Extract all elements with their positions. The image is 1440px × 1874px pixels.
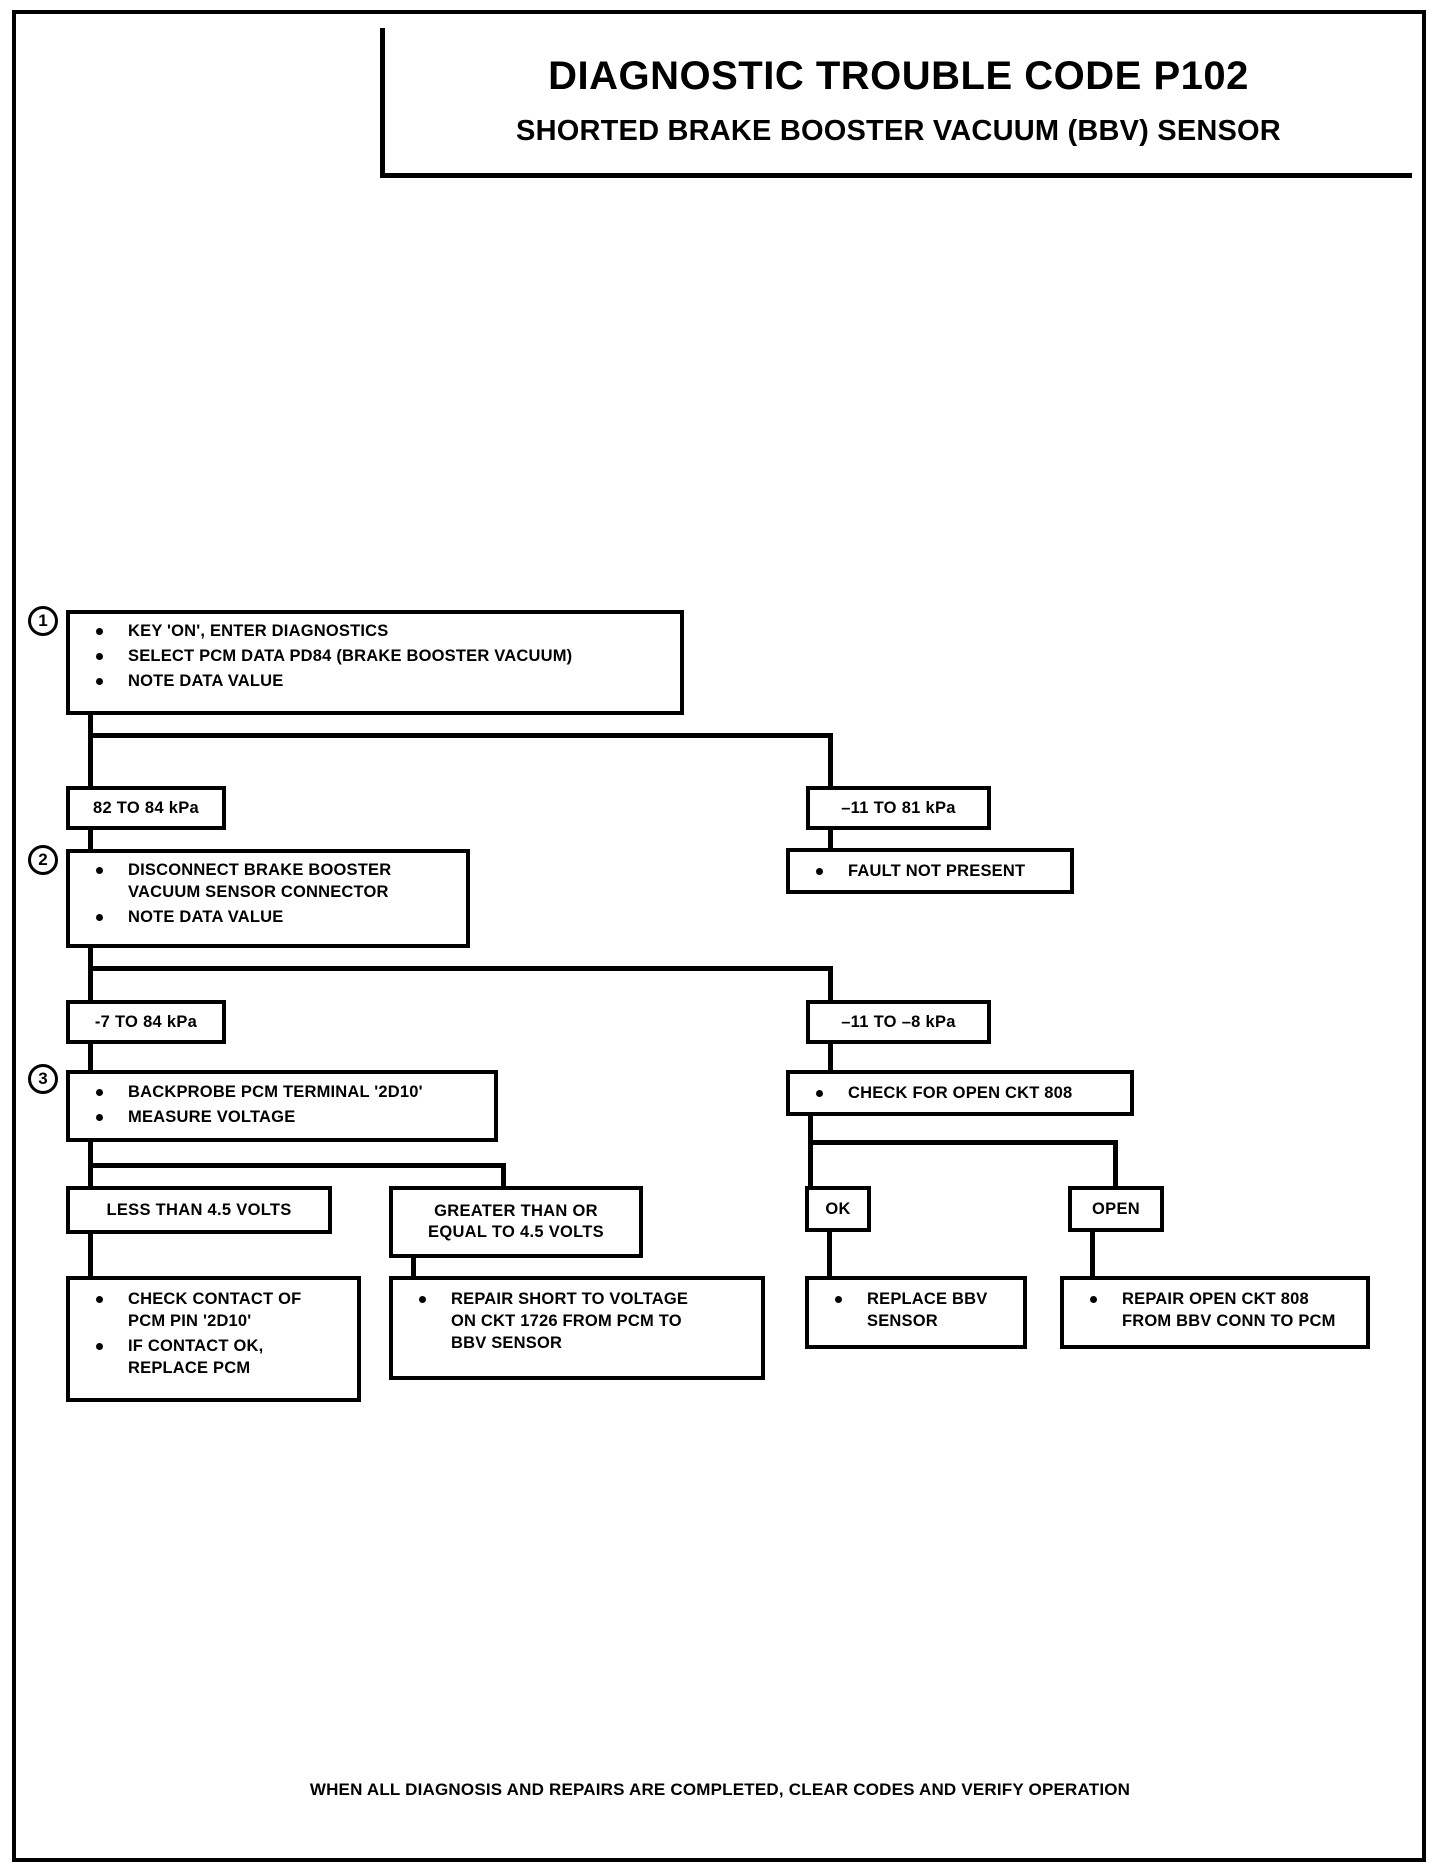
step1-bullet-1: KEY 'ON', ENTER DIAGNOSTICS — [82, 620, 670, 642]
node-step3: BACKPROBE PCM TERMINAL '2D10' MEASURE VO… — [66, 1070, 498, 1142]
step2-bullet-list: DISCONNECT BRAKE BOOSTER VACUUM SENSOR C… — [82, 859, 456, 928]
node-range-neg11-neg8: –11 TO –8 kPa — [806, 1000, 991, 1044]
step1-bullet-3: NOTE DATA VALUE — [82, 670, 670, 692]
node-action-repair-open: REPAIR OPEN CKT 808 FROM BBV CONN TO PCM — [1060, 1276, 1370, 1349]
check-open-ckt-bullet-list: CHECK FOR OPEN CKT 808 — [802, 1082, 1120, 1104]
connector-branch2-horizontal — [88, 966, 833, 971]
page-title: DIAGNOSTIC TROUBLE CODE P102 — [548, 53, 1249, 98]
connector-82-84-down — [88, 828, 93, 858]
node-result-ok: OK — [805, 1186, 871, 1232]
connector-to-neg11-neg8 — [828, 966, 833, 1001]
action-check-contact-bullet-list: CHECK CONTACT OF PCM PIN '2D10' IF CONTA… — [82, 1288, 347, 1379]
connector-step3-down — [88, 1140, 93, 1170]
connector-11-81-down — [828, 828, 833, 850]
step3-bullet-1: BACKPROBE PCM TERMINAL '2D10' — [82, 1081, 484, 1103]
fault-not-present-bullet-1: FAULT NOT PRESENT — [802, 860, 1060, 882]
node-range-82-84: 82 TO 84 kPa — [66, 786, 226, 830]
step3-bullet-list: BACKPROBE PCM TERMINAL '2D10' MEASURE VO… — [82, 1081, 484, 1128]
node-greater-equal-volts: GREATER THAN OR EQUAL TO 4.5 VOLTS — [389, 1186, 643, 1258]
greater-equal-volts-label: GREATER THAN OR EQUAL TO 4.5 VOLTS — [428, 1202, 604, 1241]
action-repair-open-bullet-list: REPAIR OPEN CKT 808 FROM BBV CONN TO PCM — [1076, 1288, 1356, 1332]
connector-greater-volts-down — [411, 1256, 416, 1276]
action-check-contact-bullet-1: CHECK CONTACT OF PCM PIN '2D10' — [82, 1288, 347, 1332]
check-open-ckt-bullet-1: CHECK FOR OPEN CKT 808 — [802, 1082, 1120, 1104]
action-repair-short-bullet-list: REPAIR SHORT TO VOLTAGE ON CKT 1726 FROM… — [405, 1288, 751, 1354]
connector-to-open — [1113, 1140, 1118, 1210]
result-open-label: OPEN — [1092, 1199, 1140, 1218]
node-action-repair-short: REPAIR SHORT TO VOLTAGE ON CKT 1726 FROM… — [389, 1276, 765, 1380]
action-repair-open-bullet-1: REPAIR OPEN CKT 808 FROM BBV CONN TO PCM — [1076, 1288, 1356, 1332]
connector-neg11-neg8-down — [828, 1042, 833, 1074]
step1-bullet-list: KEY 'ON', ENTER DIAGNOSTICS SELECT PCM D… — [82, 620, 670, 692]
page-subtitle: SHORTED BRAKE BOOSTER VACUUM (BBV) SENSO… — [516, 114, 1281, 147]
step2-bullet-2: NOTE DATA VALUE — [82, 906, 456, 928]
connector-branch1-horizontal — [88, 733, 833, 738]
result-ok-label: OK — [825, 1199, 851, 1218]
less-than-volts-label: LESS THAN 4.5 VOLTS — [106, 1200, 292, 1219]
node-step2: DISCONNECT BRAKE BOOSTER VACUUM SENSOR C… — [66, 849, 470, 948]
step1-bullet-2: SELECT PCM DATA PD84 (BRAKE BOOSTER VACU… — [82, 645, 670, 667]
action-repair-short-bullet-1: REPAIR SHORT TO VOLTAGE ON CKT 1726 FROM… — [405, 1288, 751, 1354]
node-step1: KEY 'ON', ENTER DIAGNOSTICS SELECT PCM D… — [66, 610, 684, 715]
range-neg7-84-label: -7 TO 84 kPa — [94, 1012, 198, 1031]
action-replace-sensor-bullet-1: REPLACE BBV SENSOR — [821, 1288, 1013, 1332]
connector-to-82-84 — [88, 733, 93, 788]
action-replace-sensor-bullet-list: REPLACE BBV SENSOR — [821, 1288, 1013, 1332]
node-less-than-volts: LESS THAN 4.5 VOLTS — [66, 1186, 332, 1234]
connector-okopen-horizontal — [808, 1140, 1118, 1145]
range-82-84-label: 82 TO 84 kPa — [92, 798, 200, 817]
action-check-contact-bullet-2: IF CONTACT OK, REPLACE PCM — [82, 1335, 347, 1379]
step2-bullet-1: DISCONNECT BRAKE BOOSTER VACUUM SENSOR C… — [82, 859, 456, 903]
connector-less-volts-down — [88, 1232, 93, 1276]
range-11-81-label: –11 TO 81 kPa — [841, 798, 956, 817]
connector-to-11-81 — [828, 733, 833, 788]
node-check-open-ckt: CHECK FOR OPEN CKT 808 — [786, 1070, 1134, 1116]
node-action-check-contact: CHECK CONTACT OF PCM PIN '2D10' IF CONTA… — [66, 1276, 361, 1402]
node-action-replace-sensor: REPLACE BBV SENSOR — [805, 1276, 1027, 1349]
connector-ok-down — [827, 1230, 832, 1276]
node-range-11-81: –11 TO 81 kPa — [806, 786, 991, 830]
step3-bullet-2: MEASURE VOLTAGE — [82, 1106, 484, 1128]
step-number-3: 3 — [28, 1064, 58, 1094]
connector-neg7-84-down — [88, 1042, 93, 1076]
connector-to-ok — [808, 1140, 813, 1210]
connector-step1-down — [88, 715, 93, 738]
connector-volts-horizontal — [88, 1163, 506, 1168]
connector-check-open-down — [808, 1114, 813, 1144]
title-block: DIAGNOSTIC TROUBLE CODE P102 SHORTED BRA… — [380, 28, 1412, 178]
node-result-open: OPEN — [1068, 1186, 1164, 1232]
page-border — [12, 10, 1426, 1862]
node-fault-not-present: FAULT NOT PRESENT — [786, 848, 1074, 894]
range-neg11-neg8-label: –11 TO –8 kPa — [841, 1012, 956, 1031]
footer-note: WHEN ALL DIAGNOSIS AND REPAIRS ARE COMPL… — [309, 1780, 1131, 1799]
connector-to-neg7-84 — [88, 966, 93, 1001]
connector-step2-down — [88, 946, 93, 971]
step-number-1: 1 — [28, 606, 58, 636]
step-number-2: 2 — [28, 845, 58, 875]
fault-not-present-bullet-list: FAULT NOT PRESENT — [802, 860, 1060, 882]
node-range-neg7-84: -7 TO 84 kPa — [66, 1000, 226, 1044]
connector-open-down — [1090, 1230, 1095, 1276]
